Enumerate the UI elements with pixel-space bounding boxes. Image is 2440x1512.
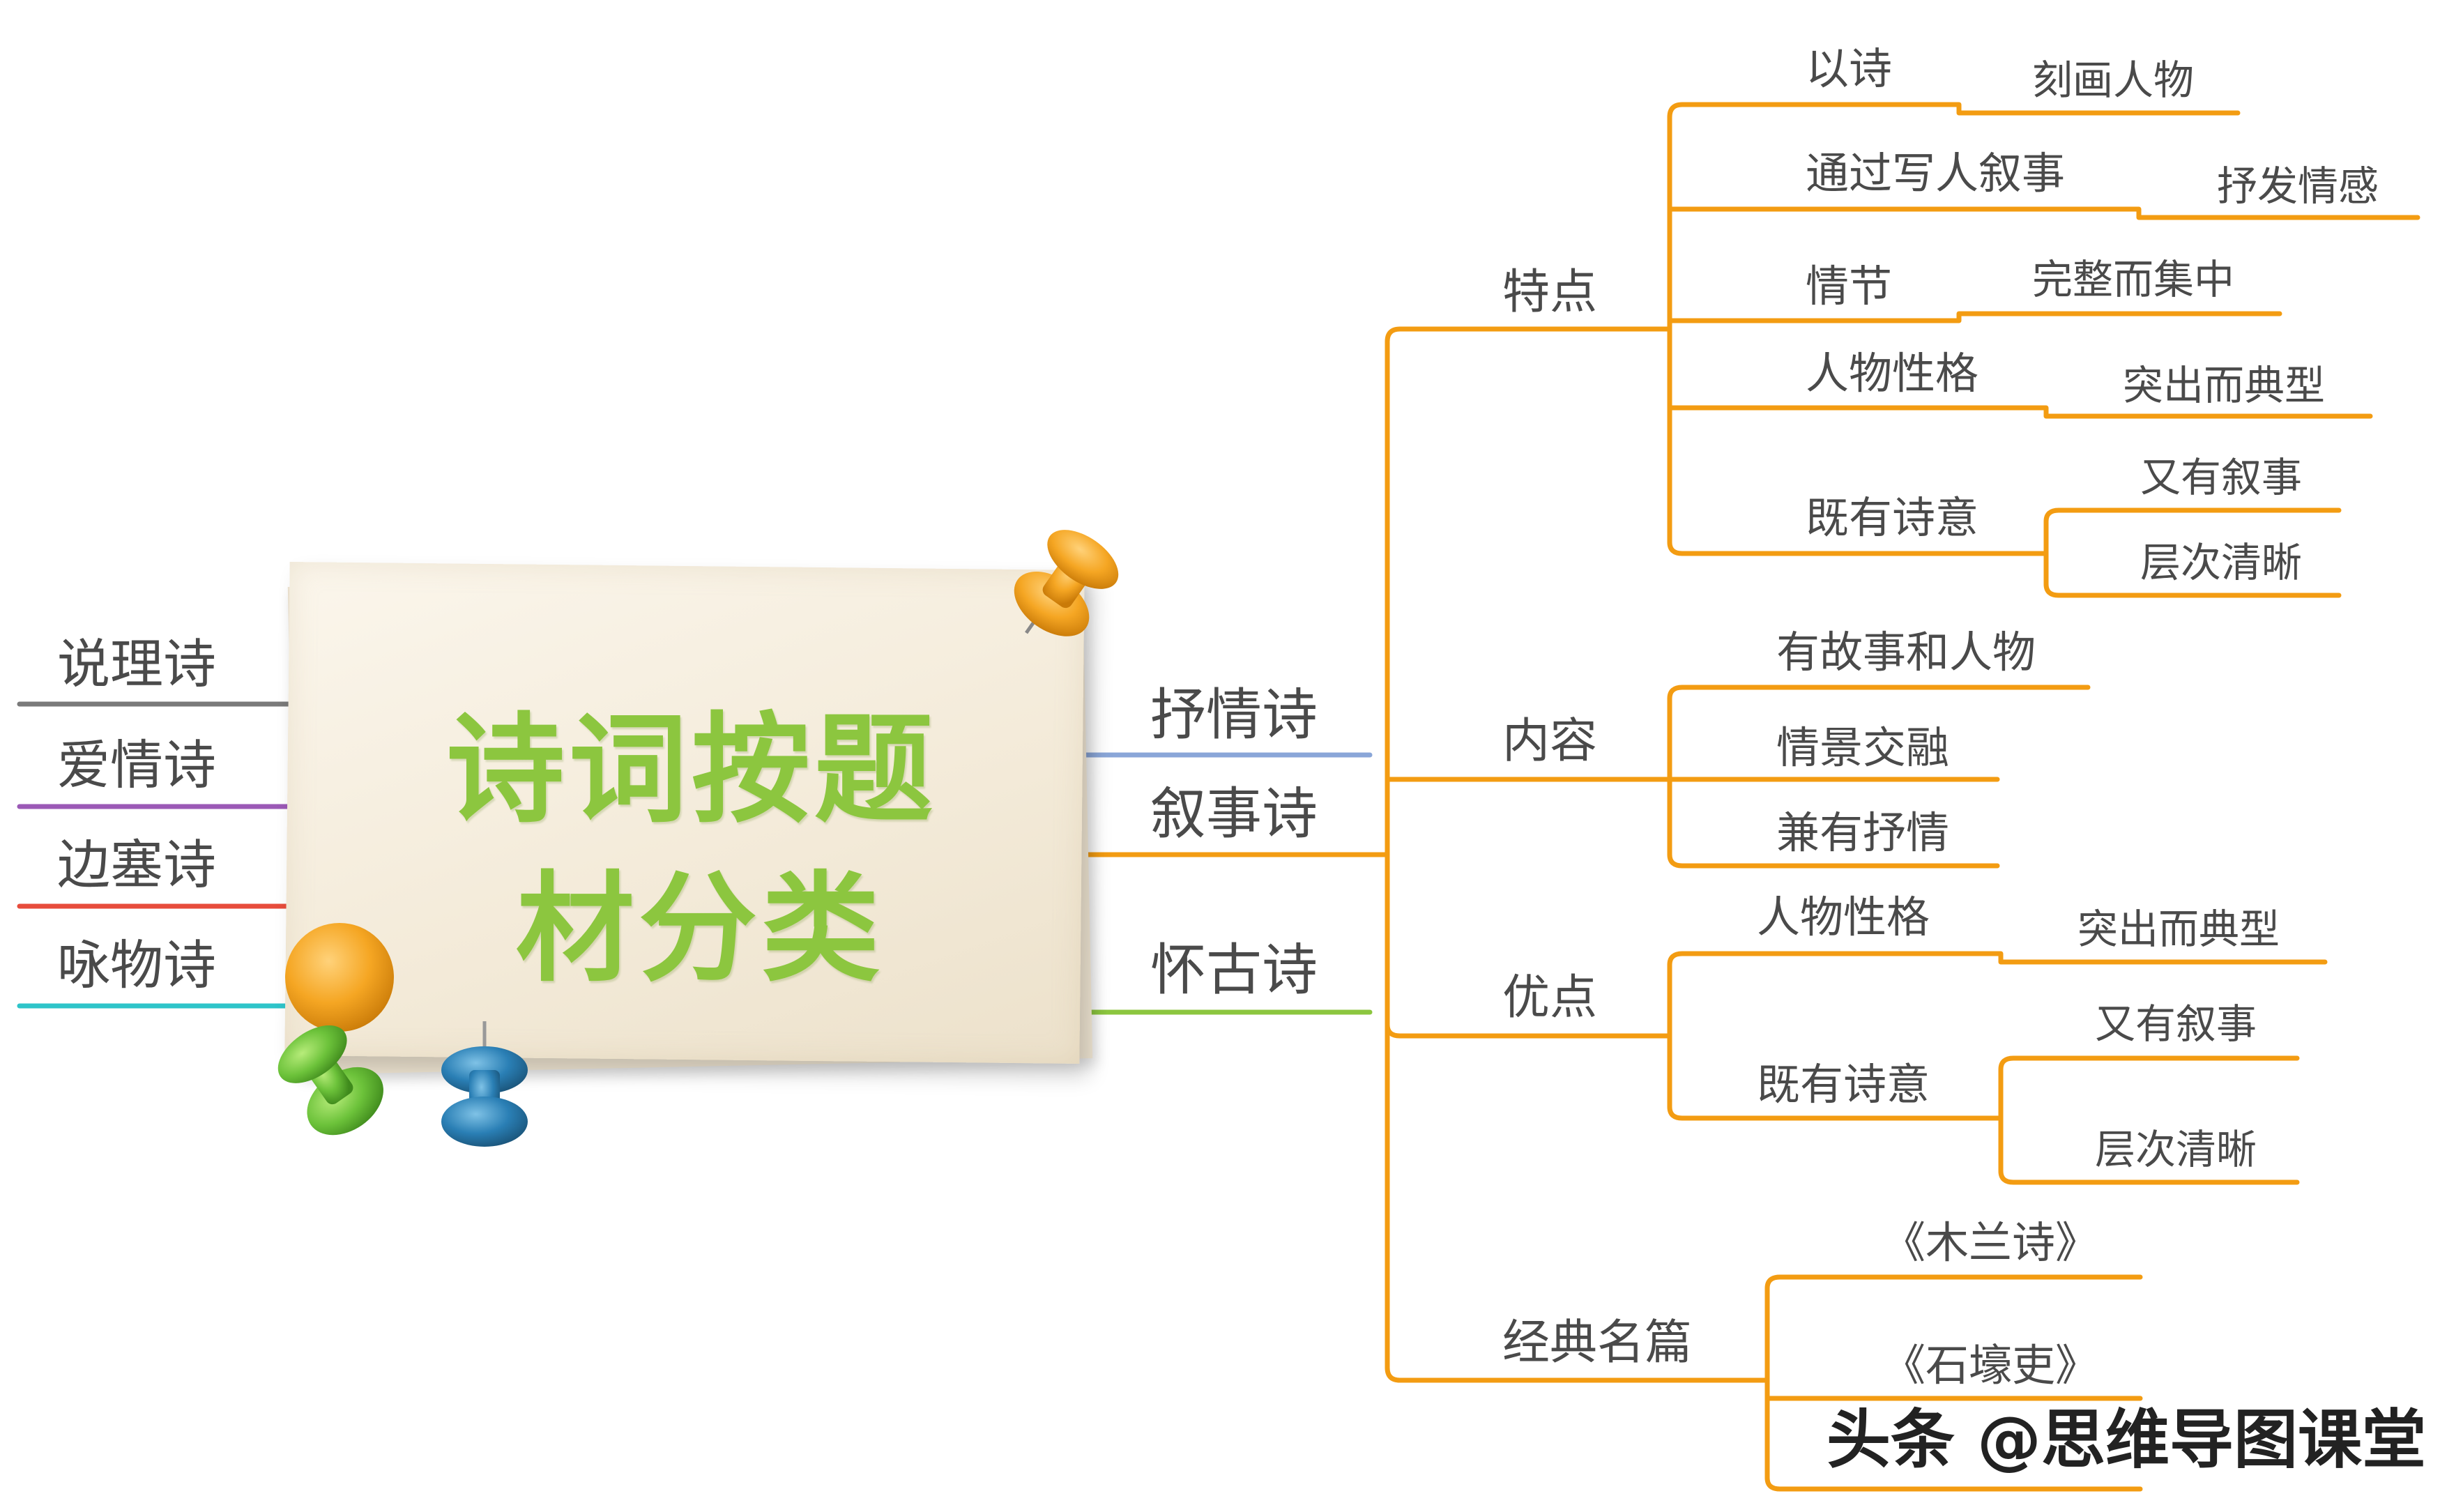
watermark: 头条 @思维导图课堂 xyxy=(1827,1403,2427,1477)
line-层次清晰 xyxy=(2043,551,2342,598)
central-title-line2: 材分类 xyxy=(516,860,885,998)
category-特点[interactable]: 特点 xyxy=(1502,265,1598,320)
line-兼有抒情 xyxy=(1667,777,2000,869)
category-内容[interactable]: 内容 xyxy=(1502,714,1598,769)
spine-优点 xyxy=(1667,951,2328,1039)
topic-爱情诗[interactable]: 爱情诗 xyxy=(57,734,216,796)
line-extra xyxy=(1764,1396,2143,1492)
leaf-完整而集中[interactable]: 完整而集中 xyxy=(2032,256,2235,303)
spine-叙事诗 xyxy=(1385,326,1672,857)
line-人物性格 xyxy=(1667,326,2373,419)
classic-木兰诗[interactable]: 《木兰诗》 xyxy=(1882,1217,2099,1268)
leaf-抒发情感[interactable]: 抒发情感 xyxy=(2217,162,2379,210)
topic-抒情诗[interactable]: 抒情诗 xyxy=(1150,682,1318,747)
feature-情节[interactable]: 情节 xyxy=(1806,261,1893,312)
feature-通过写人叙事[interactable]: 通过写人叙事 xyxy=(1806,148,2066,199)
leaf-刻画人物[interactable]: 刻画人物 xyxy=(2032,56,2195,104)
content-有故事和人物[interactable]: 有故事和人物 xyxy=(1776,627,2036,678)
spine-特点 xyxy=(1667,102,2241,332)
line-既有诗意-优点 xyxy=(1667,1033,2004,1121)
topic-怀古诗[interactable]: 怀古诗 xyxy=(1150,938,1318,1002)
topic-咏物诗[interactable]: 咏物诗 xyxy=(57,934,216,996)
spine-经典名篇 xyxy=(1764,1274,2143,1383)
merit-人物性格[interactable]: 人物性格 xyxy=(1757,892,1930,942)
leaf-又有叙事-优点[interactable]: 又有叙事 xyxy=(2095,1000,2257,1048)
classic-石壕吏[interactable]: 《石壕吏》 xyxy=(1882,1340,2099,1391)
merit-既有诗意[interactable]: 既有诗意 xyxy=(1757,1059,1930,1110)
leaf-突出而典型-优点[interactable]: 突出而典型 xyxy=(2077,906,2280,953)
category-经典名篇[interactable]: 经典名篇 xyxy=(1502,1315,1693,1370)
leaf-突出而典型[interactable]: 突出而典型 xyxy=(2123,362,2326,409)
leaf-层次清晰-优点[interactable]: 层次清晰 xyxy=(2095,1126,2257,1173)
feature-以诗[interactable]: 以诗 xyxy=(1806,43,1893,94)
feature-人物性格[interactable]: 人物性格 xyxy=(1806,348,1979,399)
line-层次清晰-优点 xyxy=(1998,1115,2300,1185)
line-既有诗意 xyxy=(1667,405,2049,556)
line-通过写人叙事 xyxy=(1667,206,2420,220)
branch-经典名篇 xyxy=(1385,1022,1770,1383)
line-情节 xyxy=(1667,311,2282,323)
spine-内容 xyxy=(1667,685,2091,782)
leaf-层次清晰[interactable]: 层次清晰 xyxy=(2140,539,2303,586)
feature-既有诗意[interactable]: 既有诗意 xyxy=(1806,492,1979,543)
central-title-line1: 诗词按题 xyxy=(446,701,938,839)
content-情景交融[interactable]: 情景交融 xyxy=(1776,722,1950,773)
topic-说理诗[interactable]: 说理诗 xyxy=(57,633,216,695)
topic-叙事诗[interactable]: 叙事诗 xyxy=(1150,781,1318,846)
line-又有叙事 xyxy=(2043,507,2342,556)
topic-边塞诗[interactable]: 边塞诗 xyxy=(57,834,216,896)
line-又有叙事-优点 xyxy=(1998,1055,2300,1121)
content-兼有抒情[interactable]: 兼有抒情 xyxy=(1776,807,1950,858)
leaf-又有叙事[interactable]: 又有叙事 xyxy=(2140,454,2303,501)
category-优点[interactable]: 优点 xyxy=(1502,970,1598,1025)
